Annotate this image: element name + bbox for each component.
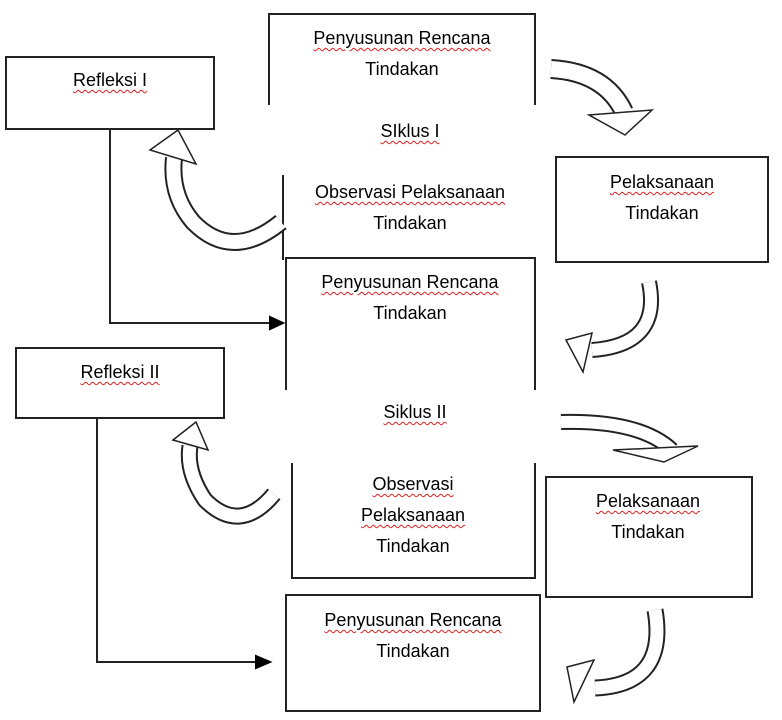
curved-arrow-icon bbox=[566, 608, 666, 705]
curved-arrow-icon bbox=[550, 59, 655, 136]
next-plan-line1: Penyusunan Rencana bbox=[324, 610, 502, 630]
next-plan-box bbox=[285, 594, 541, 712]
arrowhead-icon bbox=[269, 315, 286, 331]
cycle2-observe-line2: Pelaksanaan bbox=[360, 505, 466, 525]
reflect2-label: Refleksi II bbox=[80, 362, 160, 382]
act1-line1: Pelaksanaan bbox=[609, 172, 715, 192]
curved-arrow-icon bbox=[560, 413, 699, 463]
connector-reflect1-to-plan2 bbox=[109, 129, 272, 324]
cycle1-observe-line1: Observasi Pelaksanaan bbox=[314, 182, 506, 202]
connector-reflect2-to-next-plan bbox=[96, 418, 258, 663]
cycle1-plan-box bbox=[268, 13, 536, 105]
arrowhead-icon bbox=[255, 654, 273, 670]
curved-arrow-icon bbox=[148, 128, 287, 251]
cycle1-plan-line2: Tindakan bbox=[365, 59, 439, 79]
reflect1-label: Refleksi I bbox=[72, 70, 148, 90]
cycle1-label: SIklus I bbox=[380, 121, 440, 141]
next-plan-line2: Tindakan bbox=[376, 641, 450, 661]
curved-arrow-icon bbox=[564, 280, 659, 375]
cycle2-label: Siklus II bbox=[383, 402, 447, 422]
act1-box bbox=[555, 156, 769, 263]
act2-line2: Tindakan bbox=[611, 522, 685, 542]
act2-box bbox=[545, 476, 753, 598]
act2-line1: Pelaksanaan bbox=[595, 491, 701, 511]
cycle2-observe-box bbox=[291, 463, 536, 579]
reflect2-box bbox=[15, 347, 225, 419]
cycle1-observe-line2: Tindakan bbox=[373, 213, 447, 233]
cycle2-plan-line2: Tindakan bbox=[373, 303, 447, 323]
act1-line2: Tindakan bbox=[625, 203, 699, 223]
cycle2-plan-line1: Penyusunan Rencana bbox=[321, 272, 499, 292]
curved-arrow-icon bbox=[171, 420, 281, 525]
cycle2-observe-line3: Tindakan bbox=[376, 536, 450, 556]
cycle2-observe-line1: Observasi bbox=[372, 474, 454, 494]
cycle2-plan-box bbox=[285, 257, 536, 390]
cycle1-plan-line1: Penyusunan Rencana bbox=[313, 28, 491, 48]
